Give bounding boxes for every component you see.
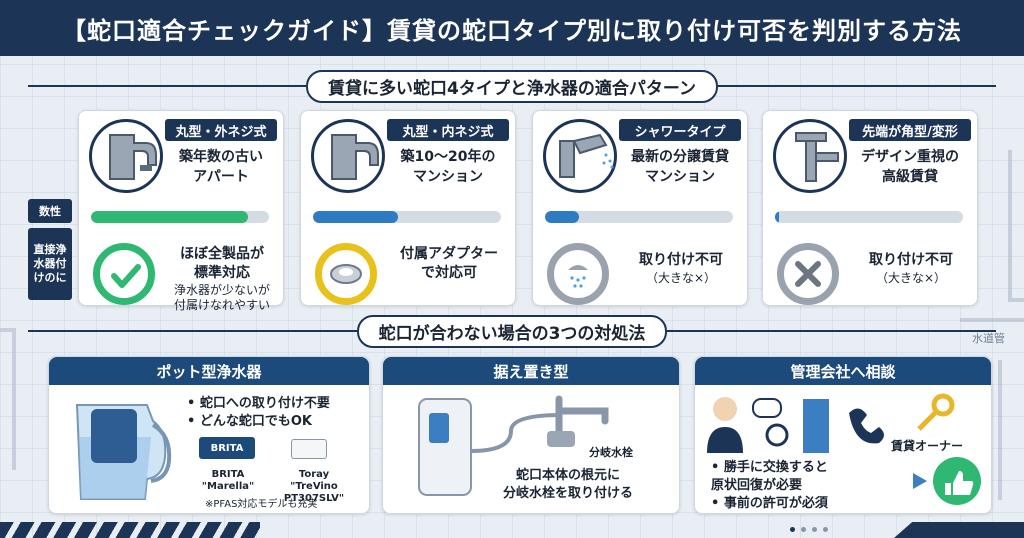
footer-bar	[894, 522, 1024, 538]
option-card-pot: ポット型浄水器 蛇口への取り付け不要 どんな蛇口でもOK BRITA BRITA…	[48, 356, 370, 514]
page-title: 【蛇口適合チェックガイド】賃貸の蛇口タイプ別に取り付け可否を判別する方法	[62, 16, 962, 45]
compat-bar-fill	[775, 211, 779, 223]
consult-icons	[707, 393, 955, 453]
compat-bar-fill	[91, 211, 248, 223]
faucet-type: シャワータイプ	[619, 119, 741, 141]
section-title: 賃貸に多い蛇口4タイプと浄水器の適合パターン	[306, 69, 718, 103]
owner-label: 賃貸オーナー	[891, 439, 964, 453]
x-icon	[777, 243, 839, 305]
faucet-card: 丸型・内ネジ式築10〜20年の マンション付属アダプター で対応可	[300, 110, 516, 306]
title-bar: 【蛇口適合チェックガイド】賃貸の蛇口タイプ別に取り付け可否を判別する方法	[0, 0, 1024, 56]
faucet-type: 丸型・内ネジ式	[387, 119, 509, 141]
product-toray: Toray "TreVino PT307SLV"	[283, 469, 345, 504]
faucet-icon	[311, 119, 385, 193]
option-title: 据え置き型	[383, 357, 679, 385]
result-text: 取り付け不可	[639, 252, 723, 268]
faucet-desc: デザイン重視の 高級賃貸	[861, 149, 959, 185]
footer-stripes	[0, 522, 260, 538]
result-text: ほぼ全製品が 標準対応	[180, 246, 264, 281]
pfas-note: ※PFAS対応モデルも充実	[205, 499, 318, 510]
countertop-filter-icon	[418, 395, 609, 496]
faucet-type: 先端が角型/変形	[849, 119, 971, 141]
toray-product-icon	[291, 439, 327, 459]
bullet: 勝手に交換すると 原状回復が必要	[711, 459, 828, 495]
option-card-countertop: 据え置き型 分岐水栓 蛇口本体の根元に 分岐水栓を取り付ける	[382, 356, 680, 514]
faucet-icon	[773, 119, 847, 193]
result-subtext: （大きな×）	[645, 271, 717, 285]
bullet: 蛇口への取り付け不要	[187, 395, 330, 413]
faucet-desc: 築年数の古い アパート	[179, 149, 263, 185]
result-subtext: 浄水器が少ないが 付属けなれやすい	[173, 283, 270, 312]
pipe-label: 水道管	[972, 331, 1005, 345]
faucet-type: 丸型・外ネジ式	[165, 119, 277, 141]
faucet-icon	[543, 119, 617, 193]
result-text: 付属アダプター で対応可	[400, 246, 498, 281]
result-text: 取り付け不可	[869, 252, 953, 268]
result-subtext: （大きな×）	[875, 271, 947, 285]
pot-bullets: 蛇口への取り付け不要 どんな蛇口でもOK	[187, 395, 330, 431]
faucet-desc: 築10〜20年の マンション	[400, 149, 496, 185]
compat-bar	[545, 211, 733, 223]
compat-bar	[313, 211, 501, 223]
faucet-card: シャワータイプ最新の分譲賃貸 マンション取り付け不可 （大きな×）	[532, 110, 748, 306]
option-card-consult: 管理会社へ相談 賃貸オーナー 勝手に交換すると 原状回復が必要 事前の許可が必須	[694, 356, 992, 514]
faucet-card: 先端が角型/変形デザイン重視の 高級賃貸取り付け不可 （大きな×）	[762, 110, 978, 306]
water-pitcher-icon	[75, 404, 172, 500]
section-title: 蛇口が合わない場合の3つの対処法	[356, 314, 668, 348]
compat-bar-fill	[545, 211, 579, 223]
section-header-solutions: 蛇口が合わない場合の3つの対処法	[0, 314, 1024, 348]
compat-bar	[775, 211, 963, 223]
bullet: どんな蛇口でもOK	[187, 413, 330, 431]
consult-bullets: 勝手に交換すると 原状回復が必要 事前の許可が必須	[711, 459, 828, 513]
brita-logo: BRITA	[199, 437, 255, 459]
faucet-desc: 最新の分譲賃貸 マンション	[631, 149, 729, 185]
branch-valve-label: 分岐水栓	[589, 446, 633, 459]
bullet: 事前の許可が必須	[711, 495, 828, 513]
option-title: 管理会社へ相談	[695, 357, 991, 385]
page-dots	[790, 527, 828, 532]
shower-icon	[547, 243, 609, 305]
faucet-icon	[89, 119, 163, 193]
adapter-icon	[315, 243, 377, 305]
countertop-desc: 蛇口本体の根元に 分岐水栓を取り付ける	[503, 468, 634, 501]
thumbs-up-icon	[883, 457, 981, 505]
faucet-card: 丸型・外ネジ式築年数の古い アパートほぼ全製品が 標準対応浄水器が少ないが 付属…	[78, 110, 284, 312]
section-header-compat: 賃貸に多い蛇口4タイプと浄水器の適合パターン	[0, 69, 1024, 103]
product-brita: BRITA "Marella"	[201, 469, 255, 492]
compat-bar-fill	[313, 211, 398, 223]
compat-bar	[91, 211, 269, 223]
option-title: ポット型浄水器	[49, 357, 369, 385]
row-label-type: 数性	[28, 199, 72, 223]
check-icon	[93, 243, 155, 305]
row-label-direct: 直接浄水器付けのに	[28, 228, 72, 300]
